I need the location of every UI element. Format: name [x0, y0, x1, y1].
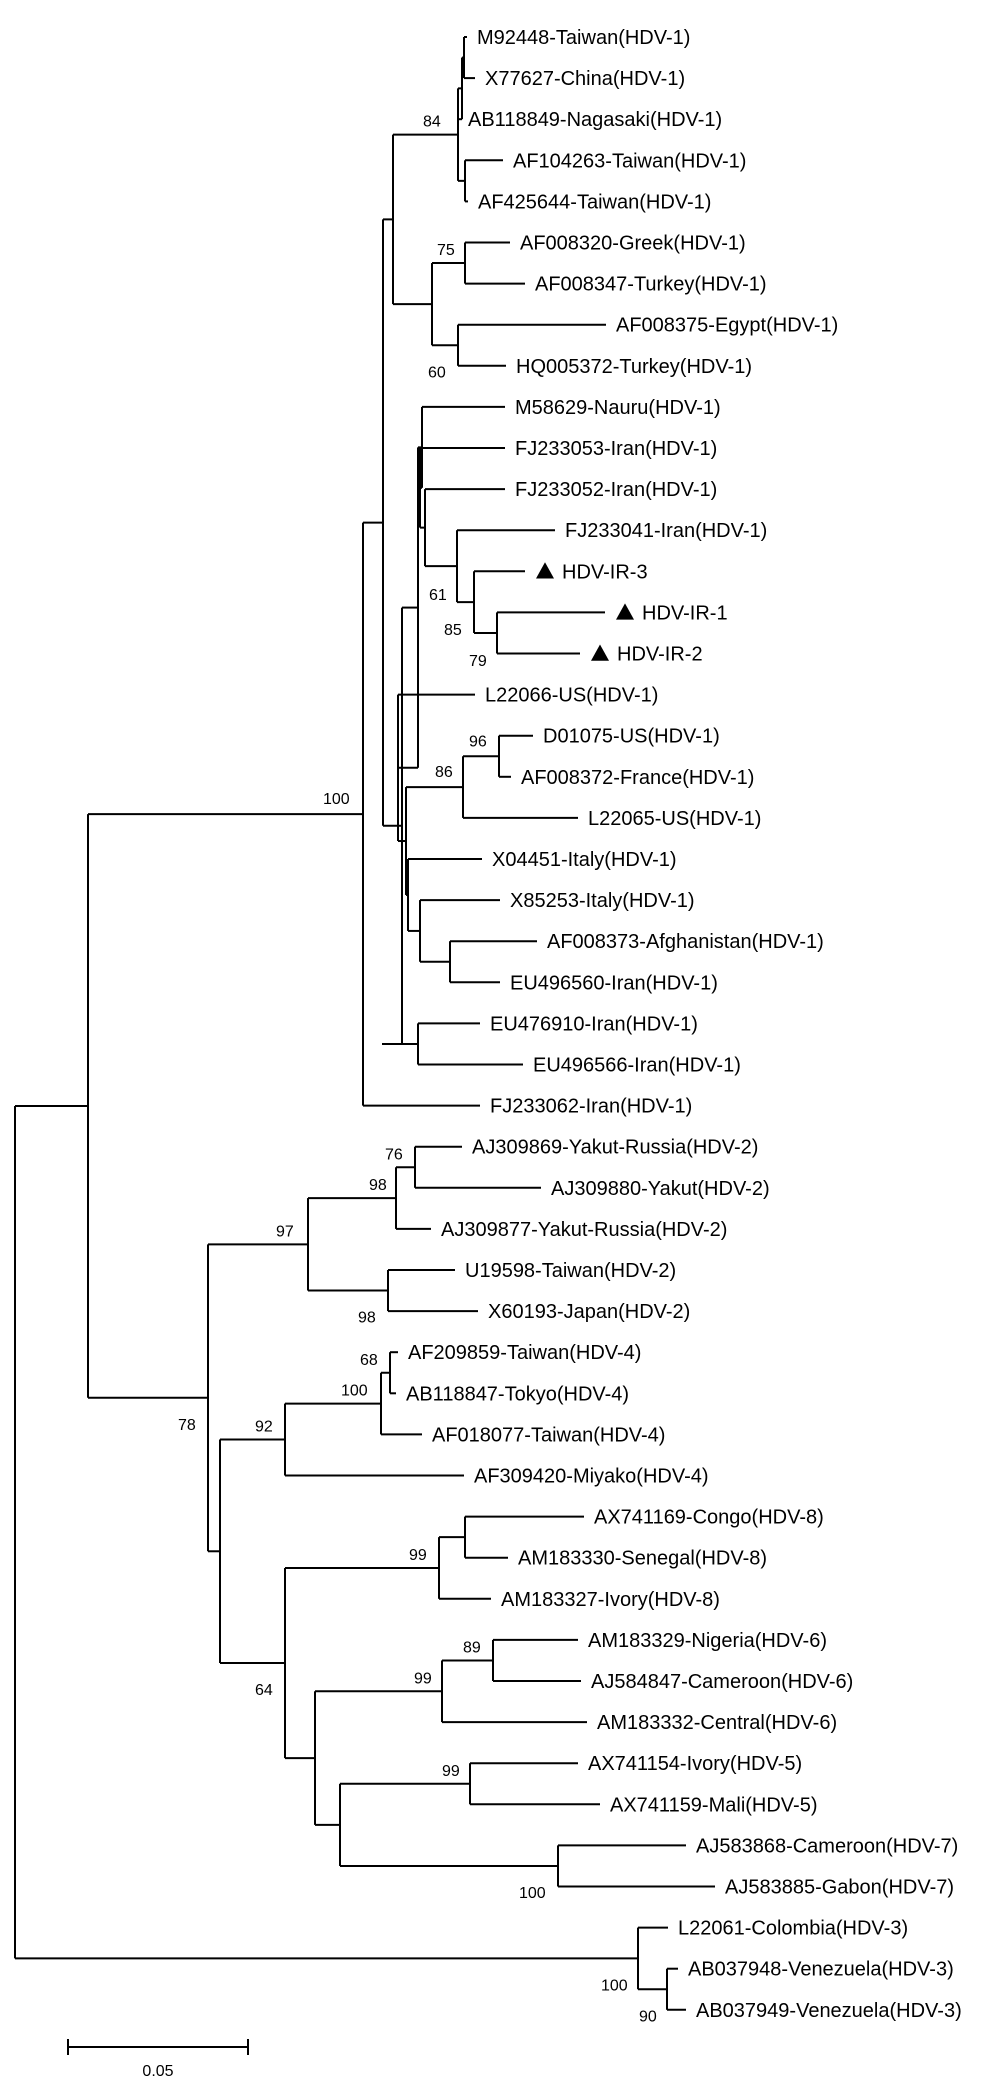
leaf-label-l5: AF425644-Taiwan(HDV-1) [478, 191, 711, 213]
leaf-label-l27: FJ233062-Iran(HDV-1) [490, 1096, 692, 1118]
leaf-label-l16: HDV-IR-2 [617, 644, 703, 666]
leaf-label-l24: EU496560-Iran(HDV-1) [510, 972, 718, 994]
branches [14, 36, 715, 2011]
bootstrap-value-b1: 84 [423, 114, 441, 131]
bootstrap-value-b4: 61 [429, 587, 447, 604]
scale-bar-label: 0.05 [142, 2063, 173, 2080]
leaf-label-l4: AF104263-Taiwan(HDV-1) [513, 150, 746, 172]
bootstrap-value-b25: 90 [639, 2008, 657, 2025]
bootstrap-value-b21: 64 [255, 1682, 273, 1699]
bootstrap-value-b16: 92 [255, 1419, 273, 1436]
leaf-label-l26: EU496566-Iran(HDV-1) [533, 1055, 741, 1077]
leaf-label-l42: AM183332-Central(HDV-6) [597, 1712, 837, 1734]
bootstrap-value-b22: 99 [442, 1763, 460, 1780]
bootstrap-value-b24: 100 [601, 1977, 628, 1994]
leaf-label-l17: L22066-US(HDV-1) [485, 685, 658, 707]
bootstrap-value-b23: 100 [519, 1885, 546, 1902]
bootstrap-value-b19: 89 [463, 1639, 481, 1656]
leaf-label-l30: AJ309877-Yakut-Russia(HDV-2) [441, 1219, 727, 1241]
leaf-label-l35: AF018077-Taiwan(HDV-4) [432, 1424, 665, 1446]
bootstrap-value-b15: 100 [341, 1383, 368, 1400]
leaf-label-l49: AB037949-Venezuela(HDV-3) [696, 2000, 962, 2022]
leaf-label-l1: M92448-Taiwan(HDV-1) [477, 27, 690, 49]
leaf-label-l15: HDV-IR-1 [642, 602, 728, 624]
triangle-marker-icon [536, 562, 554, 579]
leaf-label-l23: AF008373-Afghanistan(HDV-1) [547, 931, 824, 953]
leaf-label-l29: AJ309880-Yakut(HDV-2) [551, 1178, 770, 1200]
leaf-label-l37: AX741169-Congo(HDV-8) [594, 1507, 824, 1529]
leaf-label-l6: AF008320-Greek(HDV-1) [520, 233, 746, 255]
bootstrap-value-b7: 96 [469, 733, 487, 750]
leaf-label-l36: AF309420-Miyako(HDV-4) [474, 1466, 709, 1488]
bootstrap-value-b3: 60 [428, 364, 446, 381]
bootstrap-value-b13: 98 [358, 1310, 376, 1327]
bootstrap-value-b18: 99 [409, 1547, 427, 1564]
bootstrap-value-b2: 75 [437, 242, 455, 259]
leaf-label-l2: X77627-China(HDV-1) [485, 68, 685, 90]
scale-bar: 0.05 [67, 2039, 249, 2080]
bootstrap-value-b6: 79 [469, 653, 487, 670]
leaf-label-l46: AJ583885-Gabon(HDV-7) [725, 1877, 954, 1899]
bootstrap-value-b20: 99 [414, 1670, 432, 1687]
leaf-label-l21: X04451-Italy(HDV-1) [492, 849, 677, 871]
leaf-label-l48: AB037948-Venezuela(HDV-3) [688, 1959, 954, 1981]
leaf-label-l19: AF008372-France(HDV-1) [521, 767, 754, 789]
leaf-label-l3: AB118849-Nagasaki(HDV-1) [468, 109, 722, 131]
leaf-label-l47: L22061-Colombia(HDV-3) [678, 1918, 908, 1940]
leaf-label-l43: AX741154-Ivory(HDV-5) [588, 1753, 802, 1775]
leaf-label-l38: AM183330-Senegal(HDV-8) [518, 1548, 767, 1570]
leaf-label-l18: D01075-US(HDV-1) [543, 726, 720, 748]
leaf-label-l40: AM183329-Nigeria(HDV-6) [588, 1630, 827, 1652]
triangle-marker-icon [616, 603, 634, 620]
leaf-label-l11: FJ233053-Iran(HDV-1) [515, 438, 717, 460]
bootstrap-value-b8: 86 [435, 764, 453, 781]
leaf-label-l41: AJ584847-Cameroon(HDV-6) [591, 1671, 853, 1693]
leaf-label-l9: HQ005372-Turkey(HDV-1) [516, 356, 752, 378]
leaf-label-l32: X60193-Japan(HDV-2) [488, 1301, 690, 1323]
bootstrap-value-b10: 76 [385, 1146, 403, 1163]
triangle-marker-icon [591, 644, 609, 661]
leaf-label-l25: EU476910-Iran(HDV-1) [490, 1013, 698, 1035]
leaf-label-l14: HDV-IR-3 [562, 561, 648, 583]
leaf-label-l22: X85253-Italy(HDV-1) [510, 890, 695, 912]
leaf-label-l45: AJ583868-Cameroon(HDV-7) [696, 1835, 958, 1857]
bootstrap-value-b11: 98 [369, 1177, 387, 1194]
bootstrap-value-b9: 100 [323, 791, 350, 808]
leaf-label-l13: FJ233041-Iran(HDV-1) [565, 520, 767, 542]
leaf-labels: M92448-Taiwan(HDV-1) X77627-China(HDV-1) A… [406, 27, 962, 2022]
leaf-label-l12: FJ233052-Iran(HDV-1) [515, 479, 717, 501]
bootstrap-labels: 84 75 60 79 85 61 96 86 100 76 98 98 97 68 100 92 99 89 99… [178, 114, 657, 2026]
leaf-label-l33: AF209859-Taiwan(HDV-4) [408, 1342, 641, 1364]
leaf-label-l10: M58629-Nauru(HDV-1) [515, 397, 721, 419]
leaf-label-l39: AM183327-Ivory(HDV-8) [501, 1589, 720, 1611]
bootstrap-value-b5: 85 [444, 622, 462, 639]
bootstrap-value-b17: 78 [178, 1417, 196, 1434]
leaf-label-l44: AX741159-Mali(HDV-5) [610, 1794, 818, 1816]
leaf-label-l28: AJ309869-Yakut-Russia(HDV-2) [472, 1137, 758, 1159]
leaf-label-l8: AF008375-Egypt(HDV-1) [616, 315, 838, 337]
bootstrap-value-b12: 97 [276, 1223, 294, 1240]
bootstrap-value-b14: 68 [360, 1352, 378, 1369]
leaf-label-l34: AB118847-Tokyo(HDV-4) [406, 1383, 629, 1405]
leaf-label-l20: L22065-US(HDV-1) [588, 808, 761, 830]
leaf-label-l7: AF008347-Turkey(HDV-1) [535, 274, 767, 296]
leaf-label-l31: U19598-Taiwan(HDV-2) [465, 1260, 676, 1282]
